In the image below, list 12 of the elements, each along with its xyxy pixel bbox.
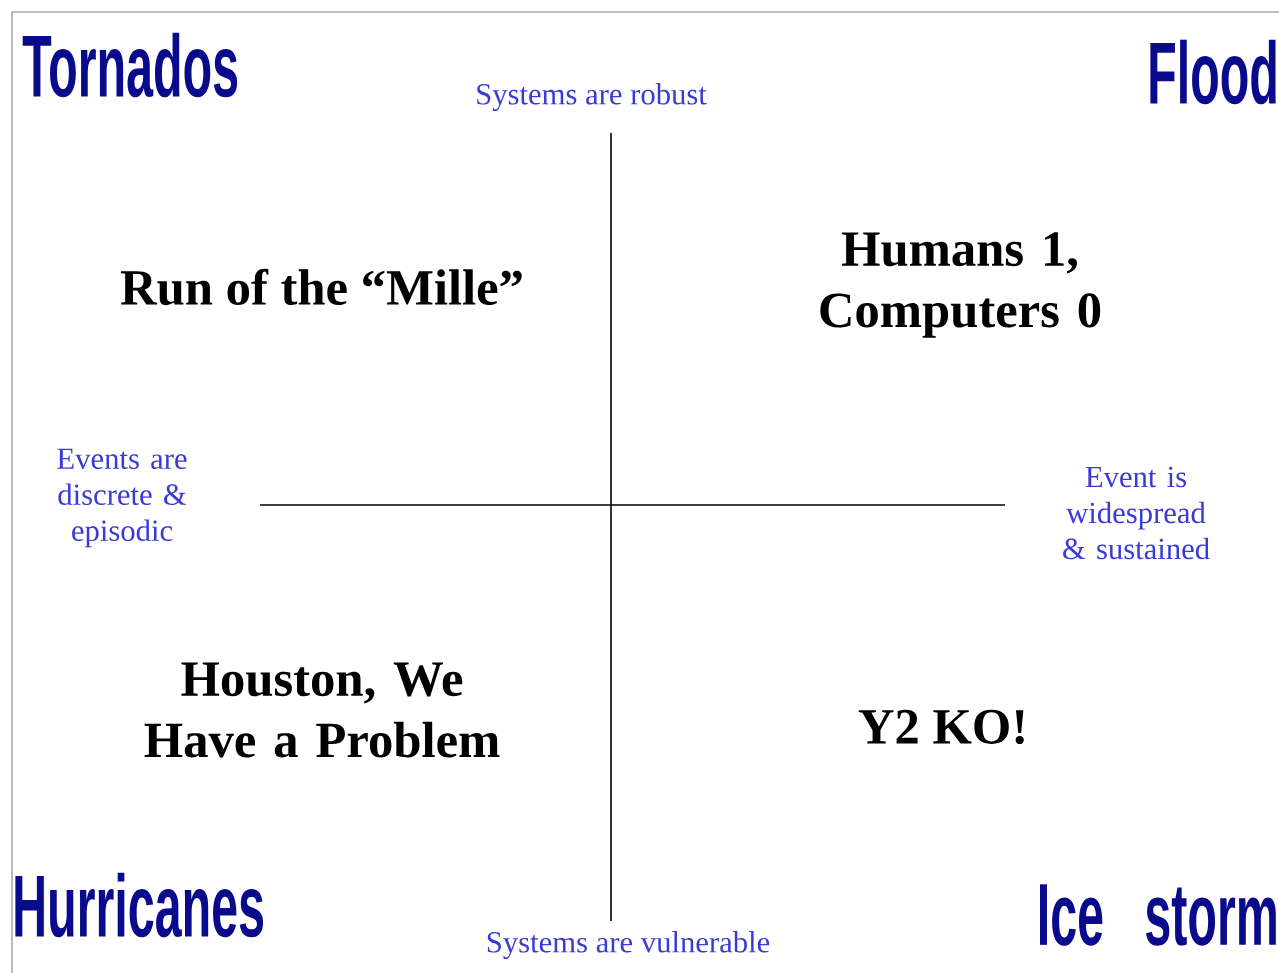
quadrant-label: Houston, We Have a Problem <box>144 662 500 758</box>
axis-label: Event is widespread & sustained <box>1063 466 1210 560</box>
quadrant-label: Run of the “Mille” <box>120 268 522 306</box>
title-text: Hurricanes <box>15 872 264 938</box>
axis-label: Systems are robust <box>477 83 707 111</box>
axis-label: Events are discrete & episodic <box>57 448 187 548</box>
title-text: Flood <box>1150 39 1276 105</box>
quadrant-label: Y2 KO! <box>858 709 1024 745</box>
axis-label: Systems are vulnerable <box>487 931 770 959</box>
title-text: Tornados <box>22 32 238 98</box>
quadrant-label: Humans 1, Computers 0 <box>820 232 1101 338</box>
title-text: Ice storm <box>1040 884 1276 946</box>
